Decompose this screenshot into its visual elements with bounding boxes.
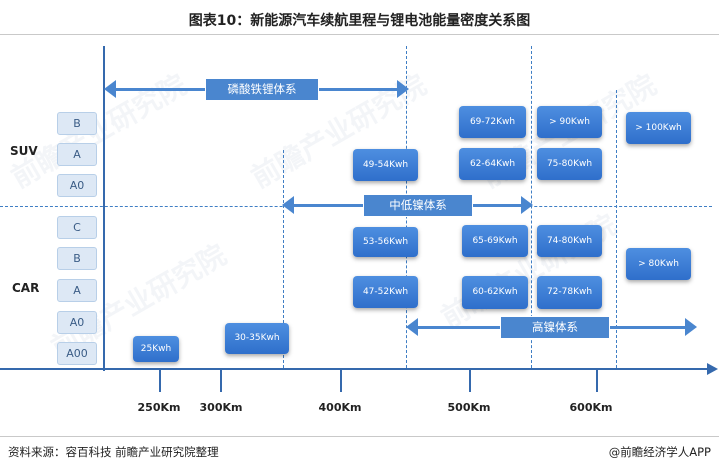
x-tick [159,370,161,392]
arrow-right-icon [397,80,409,98]
lfp-system-label: 磷酸铁锂体系 [205,78,319,101]
x-axis-arrow-icon [707,363,718,375]
x-tick [340,370,342,392]
title-divider [0,34,719,35]
car-class-a: A [57,279,97,302]
car-class-c: C [57,216,97,239]
x-tick [596,370,598,392]
x-tick-label: 600Km [569,401,613,414]
car-class-a0: A0 [57,311,97,334]
watermark: 前瞻产业研究院 [5,68,192,195]
x-axis [0,368,712,370]
source-note: 资料来源：容百科技 前瞻产业研究院整理 [8,445,219,459]
mid-nickel-system-label: 中低镍体系 [363,194,473,217]
car-label: CAR [12,281,40,295]
x-tick-label: 250Km [137,401,181,414]
suv-label: SUV [10,144,38,158]
high-nickel-system-label: 高镍体系 [500,316,610,339]
arrow-left-icon [406,318,418,336]
x-tick-label: 300Km [199,401,243,414]
arrow-right-icon [685,318,697,336]
range-box: 53-56Kwh [353,227,418,257]
x-tick [220,370,222,392]
range-box: 69-72Kwh [459,106,526,138]
suv-class-a0: A0 [57,174,97,197]
suv-class-a: A [57,143,97,166]
range-box: 60-62Kwh [462,276,528,309]
arrow-left-icon [104,80,116,98]
range-box: > 100Kwh [626,112,691,144]
range-box: 72-78Kwh [537,276,602,309]
y-axis [103,46,105,371]
arrow-right-icon [521,196,533,214]
x-tick [469,370,471,392]
range-box: 49-54Kwh [353,149,418,181]
x-tick-label: 500Km [447,401,491,414]
range-box: 62-64Kwh [459,148,526,180]
range-box: 74-80Kwh [537,225,602,257]
arrow-left-icon [282,196,294,214]
range-box: 75-80Kwh [537,148,602,180]
x-tick-label: 400Km [318,401,362,414]
range-box: 65-69Kwh [462,225,528,257]
car-class-a00: A00 [57,342,97,365]
range-box: > 80Kwh [626,248,691,280]
car-class-b: B [57,247,97,270]
range-box: 47-52Kwh [353,276,418,308]
range-box: 25Kwh [133,336,179,362]
range-box: > 90Kwh [537,106,602,138]
chart-title: 图表10：新能源汽车续航里程与锂电池能量密度关系图 [188,13,531,29]
brand-credit: @前瞻经济学人APP [608,445,711,459]
grid-line-400 [283,150,284,368]
suv-class-b: B [57,112,97,135]
footer-divider [0,436,719,437]
range-box: 30-35Kwh [225,323,289,354]
grid-line-600 [616,90,617,368]
